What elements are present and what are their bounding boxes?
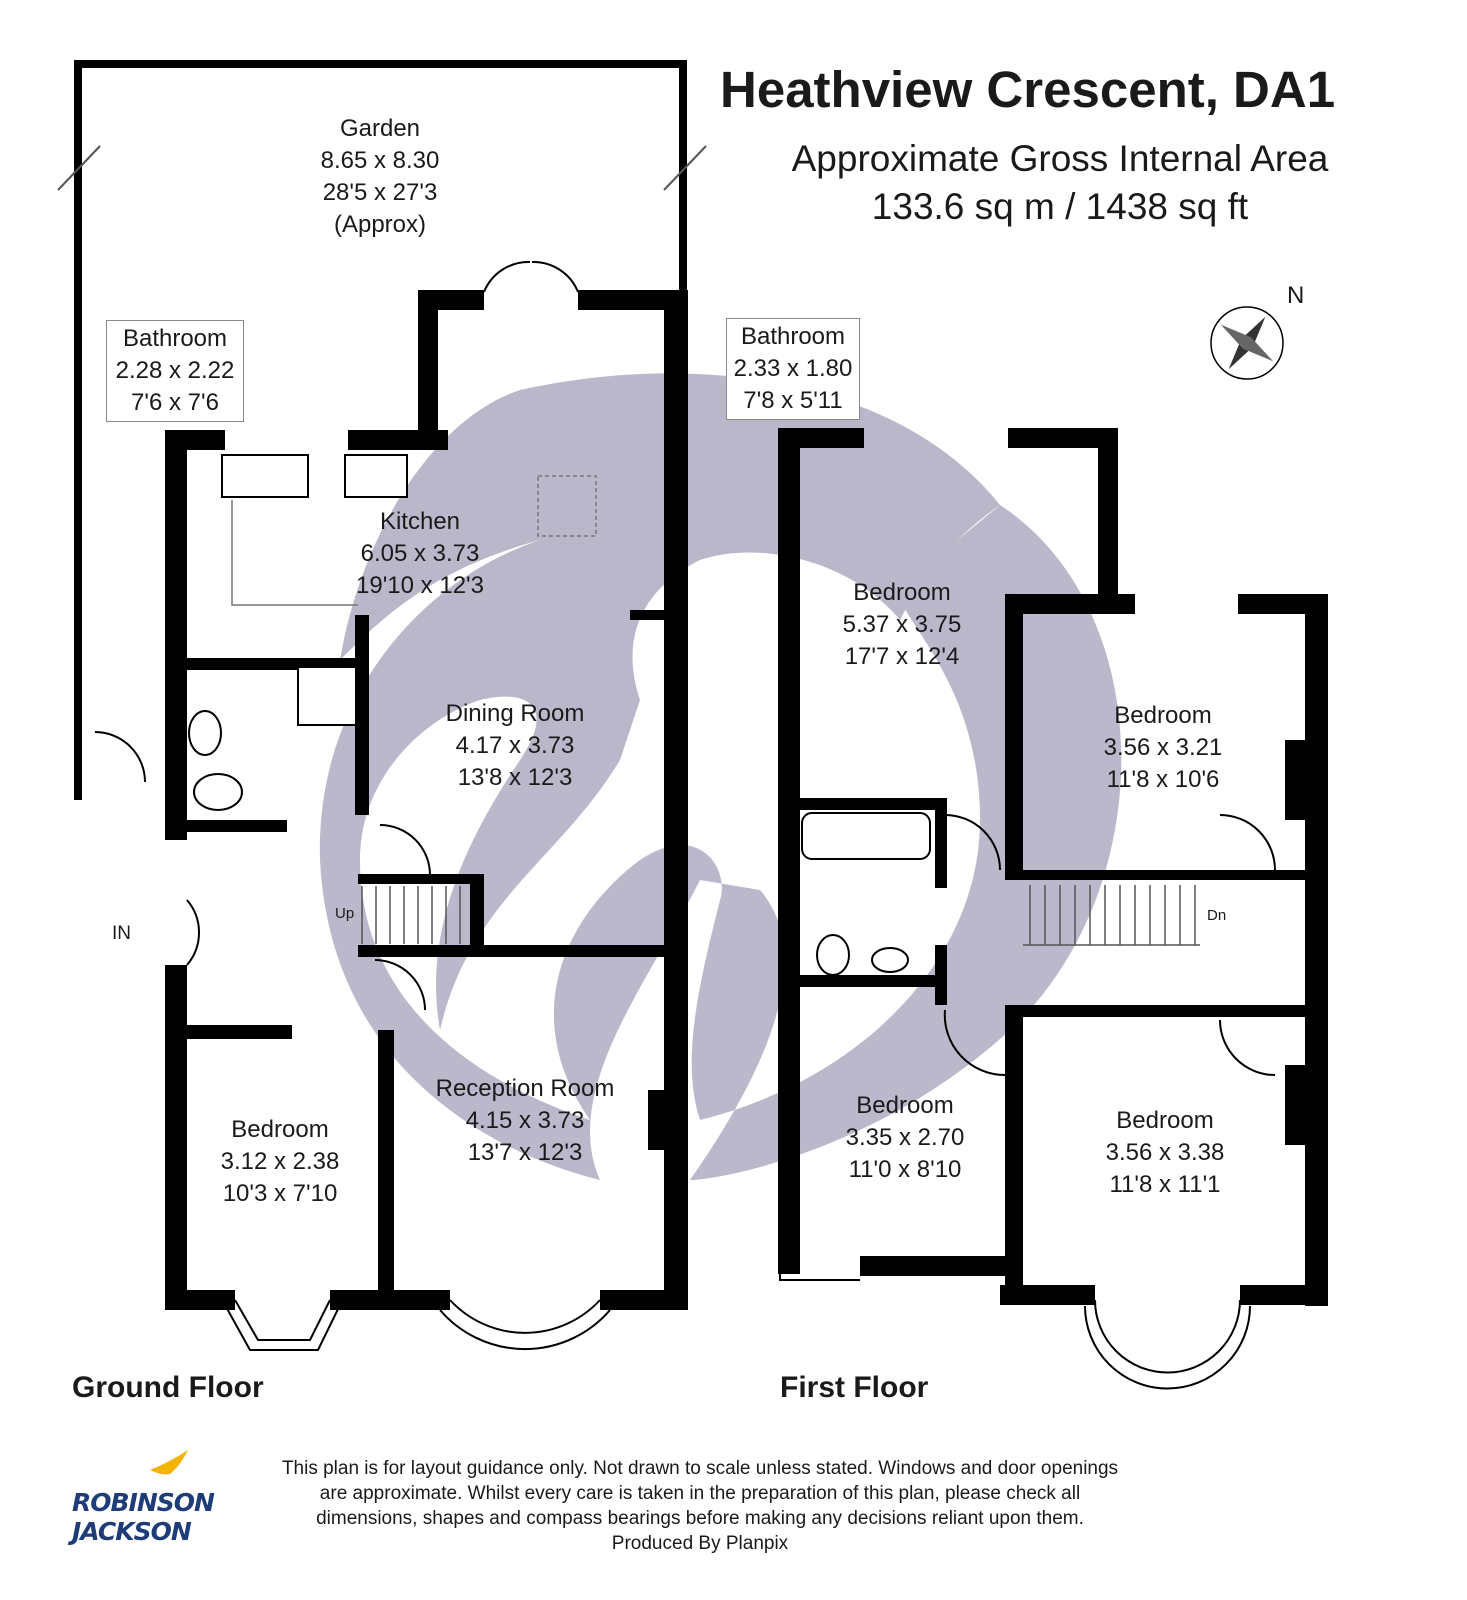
reception-bay-window: [439, 1309, 611, 1351]
disclaimer: This plan is for layout guidance only. N…: [281, 1458, 1119, 1554]
area-label: Approximate Gross Internal Area: [791, 138, 1329, 179]
area-value: 133.6 sq m / 1438 sq ft: [871, 186, 1249, 227]
reception-bay-window: [449, 1299, 601, 1334]
bedroom-bay-window: [224, 1304, 341, 1351]
plan-title: Heathview Crescent, DA1: [720, 61, 1336, 118]
room-first-bathroom: Bathroom 2.33 x 1.80 7'8 x 5'11: [726, 318, 860, 420]
first-floor-plan: [778, 428, 1328, 1390]
side-door: [94, 731, 146, 783]
agency-logo: ROBINSON JACKSON: [72, 1488, 215, 1546]
garden-boundary: [74, 60, 687, 800]
logo-bird-icon: [150, 1450, 188, 1475]
room-first-bedroom-4: Bedroom 3.56 x 3.38 11'8 x 11'1: [1105, 1107, 1225, 1198]
first-floor-label: First Floor: [780, 1371, 929, 1404]
room-kitchen: Kitchen 6.05 x 3.73 19'10 x 12'3: [356, 508, 484, 599]
room-first-bedroom-2: Bedroom 3.56 x 3.21 11'8 x 10'6: [1103, 702, 1223, 793]
kitchen-hob: [344, 454, 408, 498]
dining-door: [379, 824, 431, 876]
first-door: [944, 814, 1001, 871]
first-door: [1219, 1019, 1276, 1076]
wash-basin: [188, 710, 222, 756]
stairs-down-label: Dn: [1207, 907, 1227, 924]
room-dining: Dining Room 4.17 x 3.73 13'8 x 12'3: [445, 700, 585, 791]
bedroom-bay-window: [234, 1299, 331, 1341]
skylight: [537, 475, 597, 537]
room-first-bedroom-3: Bedroom 3.35 x 2.70 11'0 x 8'10: [845, 1092, 965, 1183]
toilet: [193, 773, 243, 811]
first-bedroom-bay: [779, 1272, 860, 1281]
room-first-bedroom-1: Bedroom 5.37 x 3.75 17'7 x 12'4: [842, 579, 962, 670]
stairs-up-label: Up: [335, 905, 355, 922]
first-door: [943, 1009, 1006, 1077]
garden-edge-mark: [57, 145, 101, 191]
first-stairs: [1023, 885, 1200, 946]
reception-door: [374, 959, 426, 1011]
shower-tray: [297, 666, 357, 726]
garden-french-doors: [483, 260, 579, 293]
garden-edge-mark: [663, 145, 707, 191]
first-door: [1219, 814, 1276, 871]
compass-north-label: N: [1287, 282, 1305, 309]
kitchen-worktop: [231, 500, 358, 606]
room-ground-bathroom: Bathroom 2.28 x 2.22 7'6 x 7'6: [106, 320, 244, 422]
first-toilet: [816, 934, 850, 976]
ground-walls: [165, 290, 688, 1310]
compass-icon: [1210, 306, 1284, 380]
first-bay-window: [1084, 1305, 1251, 1390]
front-door: [186, 899, 200, 966]
room-reception: Reception Room 4.15 x 3.73 13'7 x 12'3: [435, 1075, 615, 1166]
entrance-label: IN: [112, 923, 131, 944]
first-basin: [871, 947, 909, 973]
first-walls: [778, 428, 1328, 1306]
bath-tub: [801, 812, 931, 860]
ground-floor-label: Ground Floor: [72, 1371, 264, 1404]
kitchen-sink: [221, 454, 309, 498]
room-ground-bedroom: Bedroom 3.12 x 2.38 10'3 x 7'10: [220, 1116, 340, 1207]
ground-stairs: [361, 886, 461, 944]
room-garden: Garden 8.65 x 8.30 28'5 x 27'3 (Approx): [320, 115, 440, 238]
ground-floor-plan: [57, 60, 707, 1351]
first-bay-window: [1094, 1299, 1241, 1374]
